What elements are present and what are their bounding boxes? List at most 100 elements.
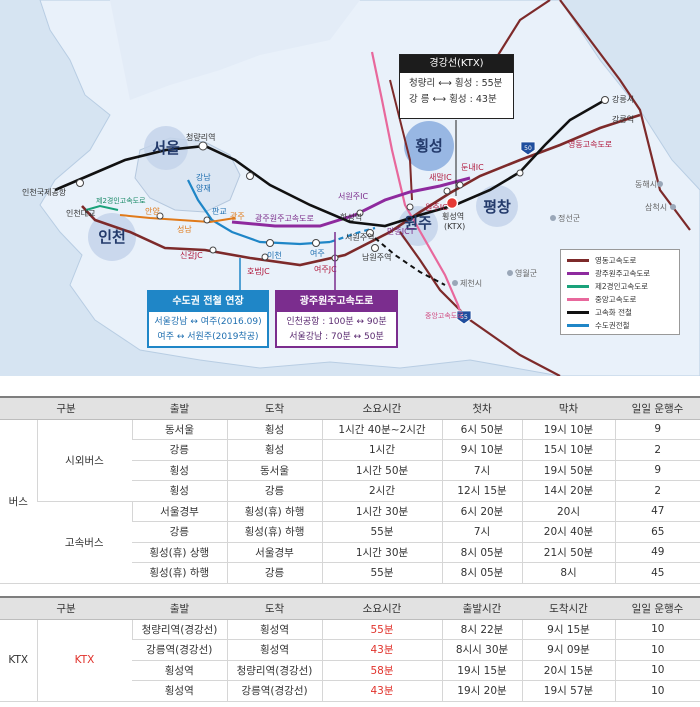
cell: 7시: [441, 521, 522, 543]
table-row: 횡성(휴) 상행 서울경부 1시간 30분 8시 05분 21시 50분 49: [0, 542, 700, 563]
cell: 9시 10분: [441, 439, 522, 461]
label-anyang: 안양: [145, 206, 160, 216]
cell: 10: [614, 660, 700, 681]
station-markers: [76, 96, 609, 262]
label-saemal-ic: 새말IC: [429, 173, 452, 182]
label-donghae: 동해시: [635, 179, 657, 189]
cell: 8시 22분: [441, 619, 522, 640]
cell: 횡성(휴) 하행: [226, 501, 322, 522]
cell: 횡성(휴) 하행: [226, 521, 322, 543]
legend-item: 제2경인고속도로: [567, 280, 673, 293]
cell: 강릉역(경강선): [132, 639, 227, 661]
header-departure-time: 출발시간: [442, 596, 522, 620]
label-incheon-bridge: 인천대교: [66, 208, 95, 218]
express-rail-south-dashed: [374, 237, 446, 286]
metro-extension-callout: 수도권 전철 연장 서울강남 ↔ 여주(2016.09) 여주 ↔ 서원주(20…: [147, 290, 269, 348]
table-row: 횡성역 강릉역(경강선) 43분 19시 20분 19시 57분 10: [0, 680, 700, 702]
gj-callout-title: 광주원주고속도로: [277, 292, 396, 312]
header-daily-count: 일일 운행수: [615, 596, 700, 620]
route-50-label: 50: [524, 145, 532, 152]
label-yangjae: 양재: [196, 184, 211, 193]
cell: 횡성(휴) 상행: [132, 542, 227, 563]
metro-callout-line: 서울강남 ↔ 여주(2016.09): [154, 317, 262, 327]
central-red-line: [389, 79, 413, 201]
cell: 동서울: [226, 460, 322, 481]
region-pyeongchang-circle: [476, 185, 518, 227]
table-row: 강릉 횡성 1시간 9시 10분 15시 10분 2: [0, 439, 700, 461]
cell: 서울경부: [226, 542, 322, 563]
table-row: 횡성역 청량리역(경강선) 58분 19시 15분 20시 15분 10: [0, 660, 700, 681]
gj-callout-line: 서울강남 : 70분 ↔ 50분: [289, 332, 384, 342]
label-icheon: 이천: [267, 250, 282, 260]
label-ktx-short: (KTX): [444, 222, 465, 231]
cell: 횡성: [132, 460, 227, 481]
cell: 횡성역: [226, 639, 322, 661]
cell: 55분: [321, 562, 442, 584]
metro-callout-line: 여주 ↔ 서원주(2019착공): [157, 332, 259, 342]
legend-swatch: [567, 298, 589, 301]
north-land: [110, 0, 360, 100]
cell: 6시 50분: [441, 419, 522, 440]
cell: 15시 10분: [521, 439, 615, 461]
label-hoengseong-station: 횡성역: [442, 211, 464, 221]
cell: 횡성: [226, 439, 322, 461]
jungang-expressway-line: [370, 51, 464, 319]
legend-item: 광주원주고속도로: [567, 267, 673, 280]
label-wonju-ic: 원주IC: [425, 203, 448, 212]
label-gangneung-station: 강릉역: [612, 114, 634, 124]
cell: 2시간: [321, 480, 442, 502]
cell: 47: [614, 501, 700, 522]
legend-swatch: [567, 259, 589, 262]
cell: 1시간 50분: [321, 460, 442, 481]
label-second-gyeongin: 제2경인고속도로: [96, 196, 146, 205]
cell: 2: [614, 439, 700, 461]
table-header-row: 구분 출발 도착 소요시간 첫차 막차 일일 운행수: [0, 396, 700, 420]
table-row: 횡성 동서울 1시간 50분 7시 19시 50분 9: [0, 460, 700, 481]
ktx-callout-line: 청량리 ⟷ 횡성 : 55분: [409, 78, 503, 89]
cell: 7시: [441, 460, 522, 481]
ktx-timetable: 구분 출발 도착 소요시간 출발시간 도착시간 일일 운행수 KTX KTX 청…: [0, 596, 700, 702]
cell: 강릉: [226, 480, 322, 502]
map-legend: 영동고속도로 광주원주고속도로 제2경인고속도로 중앙고속도로 고속화 전철 수…: [560, 249, 680, 335]
region-hoengseong-label: 횡성: [415, 137, 443, 155]
label-cheongnyangni: 청량리역: [186, 132, 215, 142]
label-yeoju: 여주: [310, 248, 325, 258]
label-incheon-airport: 인천국제공항: [22, 187, 67, 197]
category-cell: KTX: [0, 619, 37, 702]
cell: 12시 15분: [441, 480, 522, 502]
cell: 10: [614, 639, 700, 661]
duration-cell: 58분: [321, 660, 442, 681]
region-pyeongchang-label: 평창: [483, 198, 511, 216]
legend-item: 고속화 전철: [567, 306, 673, 319]
label-gangneung-city: 강릉시: [612, 94, 634, 104]
label-gwangju: 광주: [230, 211, 245, 221]
cell: 20시: [521, 501, 615, 522]
legend-item: 수도권전철: [567, 319, 673, 332]
orange-line: [119, 214, 236, 224]
table-row: 강릉 횡성(휴) 하행 55분 7시 20시 40분 65: [0, 521, 700, 543]
yeongdong-expressway-south: [399, 231, 561, 376]
cell: 9시 15분: [521, 619, 615, 640]
region-seoul-label: 서울: [152, 139, 180, 157]
group-cell: KTX: [36, 619, 132, 702]
region-incheon-label: 인천: [98, 228, 126, 246]
label-singal-jc: 신갈JC: [180, 251, 203, 260]
legend-item: 중앙고속도로: [567, 293, 673, 306]
cell: 8시시 30분: [441, 639, 522, 661]
legend-label: 광주원주고속도로: [595, 269, 651, 278]
label-jeongseon: 정선군: [558, 213, 580, 223]
cell: 6시 20분: [441, 501, 522, 522]
duration-cell: 43분: [321, 639, 442, 661]
legend-swatch: [567, 272, 589, 275]
cell: 횡성(휴) 하행: [132, 562, 227, 584]
cell: 서울경부: [131, 501, 227, 522]
table-row: 횡성(휴) 하행 강릉 55분 8시 05분 8시 45: [0, 562, 700, 584]
label-jecheon: 제천시: [460, 278, 482, 288]
route-shield-50: 50: [520, 141, 536, 156]
region-wonju-label: 원주: [404, 214, 432, 232]
category-cell: 버스: [0, 419, 37, 584]
town-markers: [452, 181, 676, 286]
label-seowonju-station: 서원주역: [345, 232, 374, 242]
metro-line: [187, 179, 331, 246]
legend-swatch: [567, 285, 589, 288]
